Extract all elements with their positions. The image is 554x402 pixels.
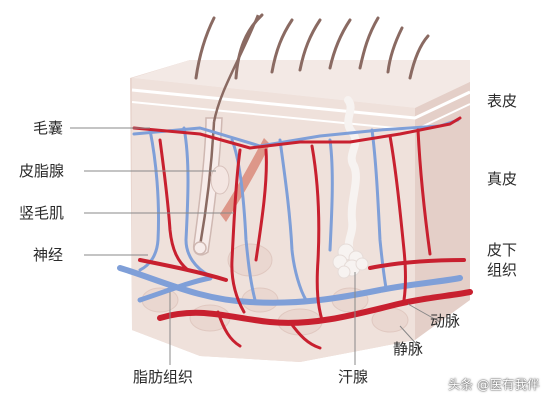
hairs bbox=[194, 13, 430, 80]
label-sweat-gland: 汗腺 bbox=[338, 368, 369, 386]
leader-lines bbox=[70, 127, 441, 365]
label-arrector-pili: 竖毛肌 bbox=[19, 204, 65, 222]
sebaceous-gland bbox=[210, 165, 230, 195]
label-sebaceous-gland: 皮脂腺 bbox=[19, 162, 65, 180]
label-adipose: 脂肪组织 bbox=[133, 368, 194, 386]
label-epidermis: 表皮 bbox=[487, 92, 518, 110]
watermark: 头条 @医有我伴 bbox=[448, 377, 540, 392]
skin-block bbox=[130, 60, 471, 362]
sweat-gland bbox=[332, 96, 369, 279]
label-dermis: 真皮 bbox=[487, 170, 518, 188]
label-subcutaneous: 皮下组织 bbox=[487, 241, 518, 279]
label-artery: 动脉 bbox=[430, 312, 461, 330]
label-vein: 静脉 bbox=[393, 340, 424, 358]
label-hair-follicle: 毛囊 bbox=[33, 119, 64, 137]
arteries bbox=[132, 116, 473, 350]
label-nerve: 神经 bbox=[33, 246, 64, 264]
arrector-pili-muscle bbox=[220, 138, 270, 222]
